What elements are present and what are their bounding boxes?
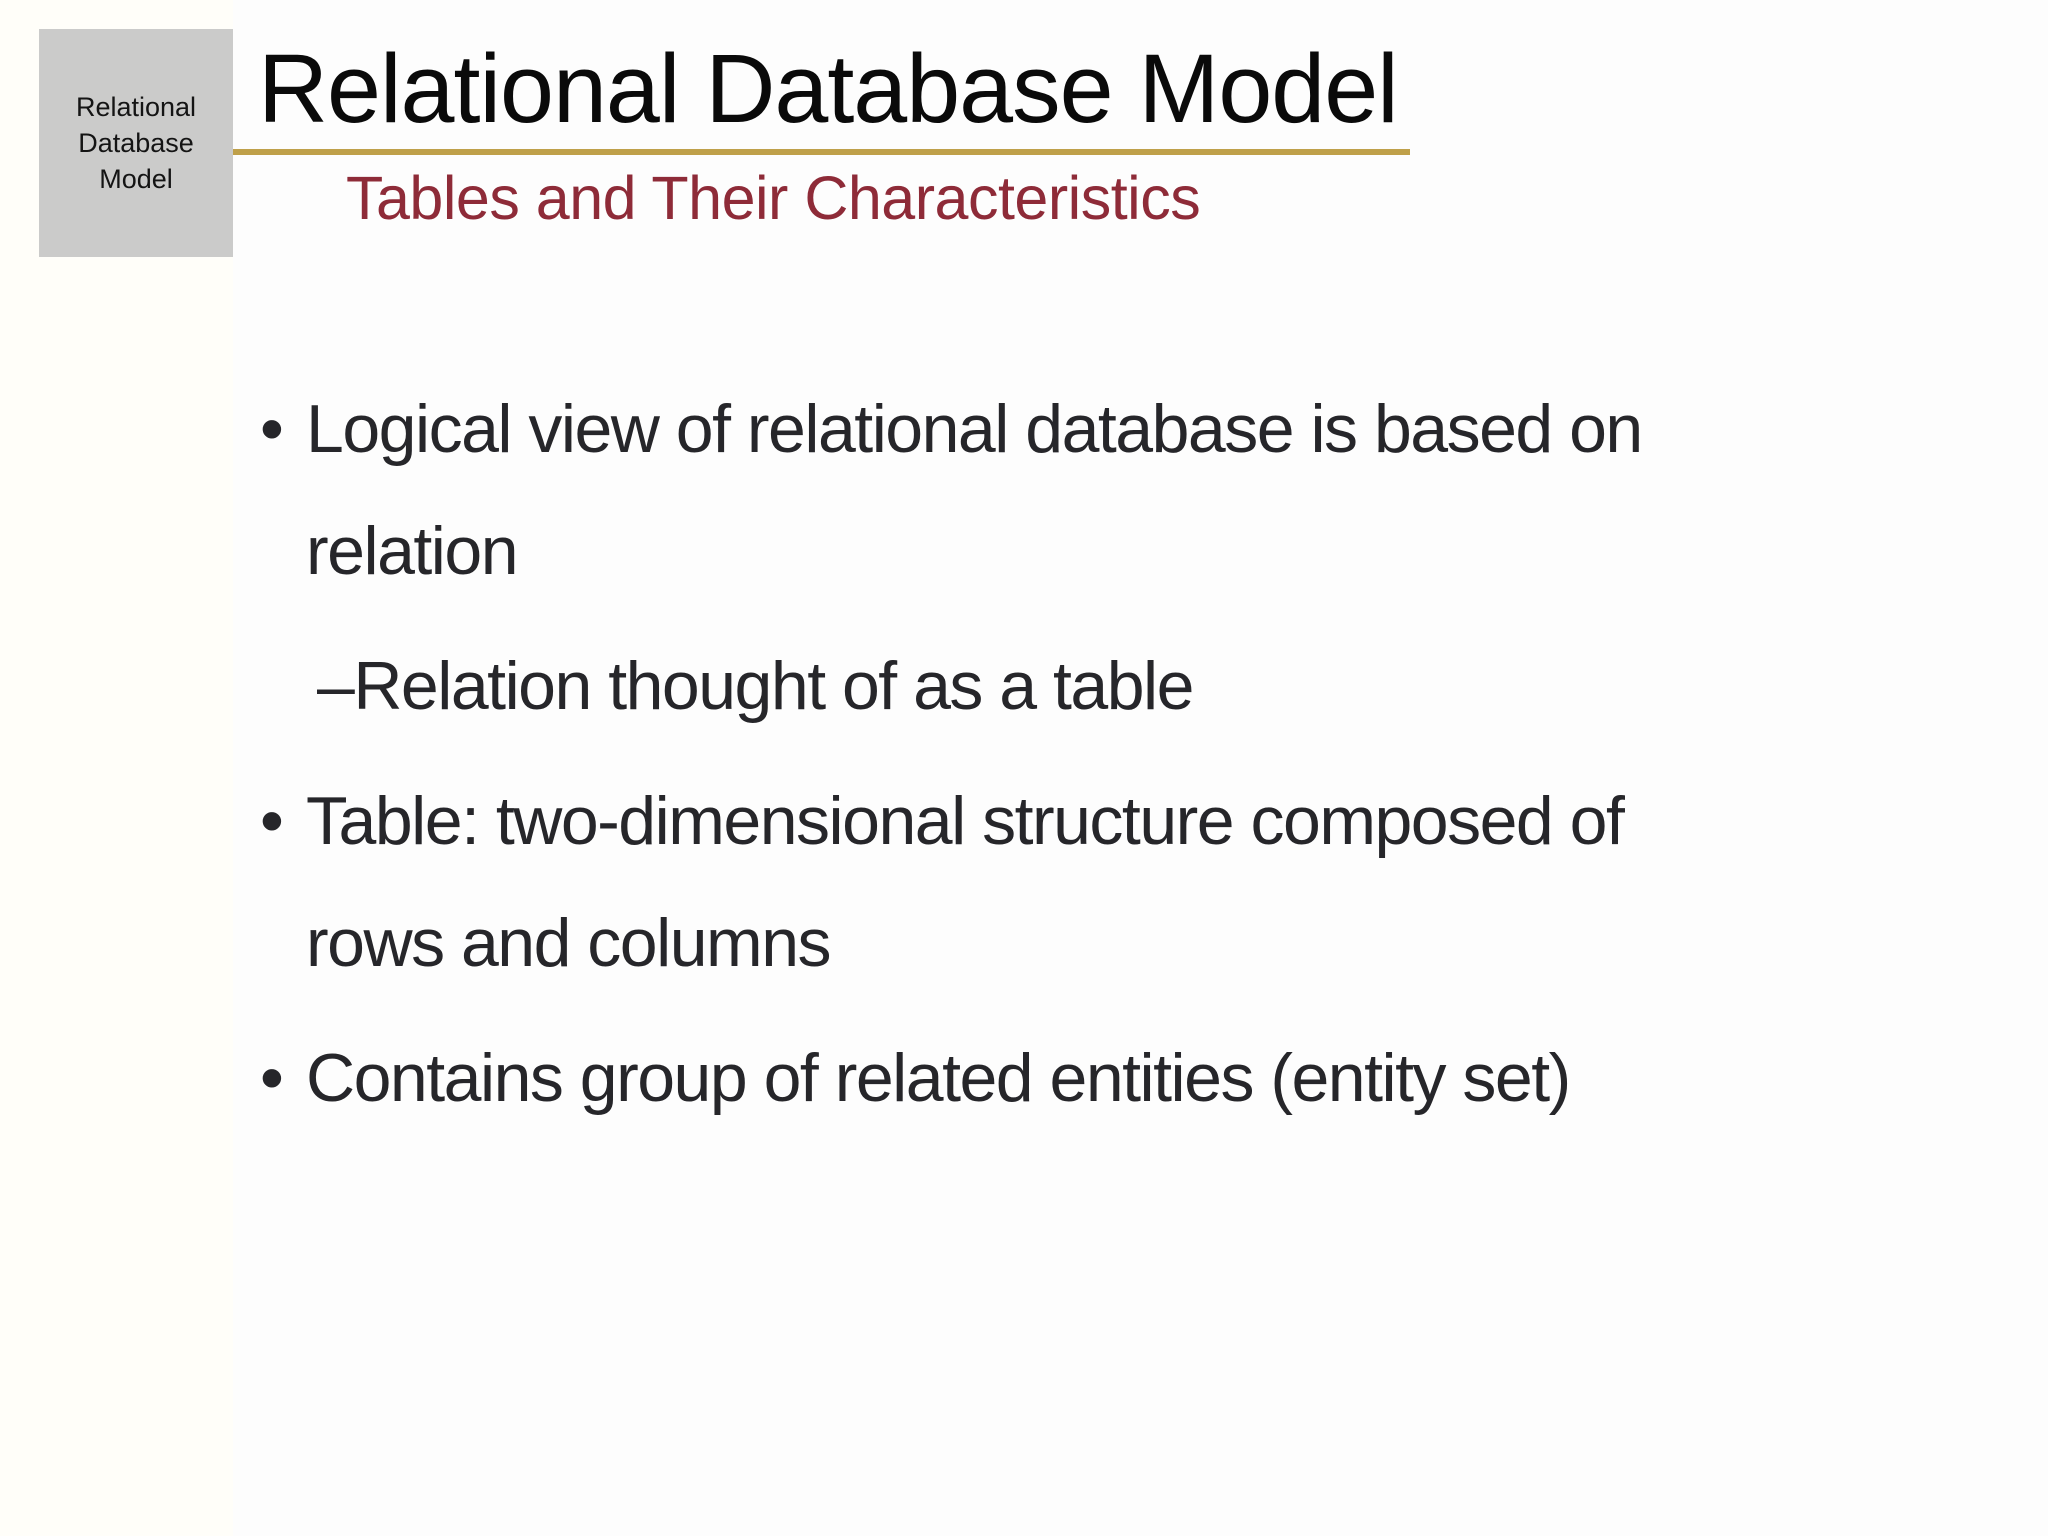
bullet-line: • Contains group of related entities (en…: [260, 1017, 1860, 1139]
bullet-text: Relation thought of as a table: [353, 648, 1194, 724]
bullet-dash-marker: –: [317, 648, 355, 724]
bullet-line: • Table: two-dimensional structure compo…: [260, 760, 1860, 882]
sub-bullet-line: – Relation thought of as a table: [260, 625, 1860, 747]
bullet-item: • Table: two-dimensional structure compo…: [260, 760, 1860, 1004]
bullet-list: • Logical view of relational database is…: [260, 368, 1860, 1139]
bullet-line-continuation: relation: [260, 490, 1860, 612]
bullet-dot-marker: •: [260, 391, 284, 467]
bullet-text: rows and columns: [306, 905, 832, 981]
bullet-item: • Contains group of related entities (en…: [260, 1017, 1860, 1139]
slide-thumbnail[interactable]: Relational Database Model: [39, 29, 233, 257]
bullet-dot-marker: •: [260, 783, 284, 859]
slide-subtitle: Tables and Their Characteristics: [346, 164, 1201, 232]
thumbnail-line: Model: [99, 164, 173, 194]
sub-bullet-item: – Relation thought of as a table: [260, 625, 1860, 747]
bullet-text: Contains group of related entities (enti…: [306, 1040, 1571, 1116]
bullet-dot-marker: •: [260, 1040, 284, 1116]
slide-title: Relational Database Model: [258, 34, 1399, 143]
bullet-text: Logical view of relational database is b…: [306, 391, 1643, 467]
bullet-text: relation: [306, 513, 519, 589]
title-underline-rule: [233, 149, 1410, 155]
bullet-line-continuation: rows and columns: [260, 882, 1860, 1004]
thumbnail-line: Database: [78, 128, 194, 158]
bullet-text: Table: two-dimensional structure compose…: [306, 783, 1625, 859]
thumbnail-line: Relational: [75, 92, 197, 122]
bullet-line: • Logical view of relational database is…: [260, 368, 1860, 490]
bullet-item: • Logical view of relational database is…: [260, 368, 1860, 612]
